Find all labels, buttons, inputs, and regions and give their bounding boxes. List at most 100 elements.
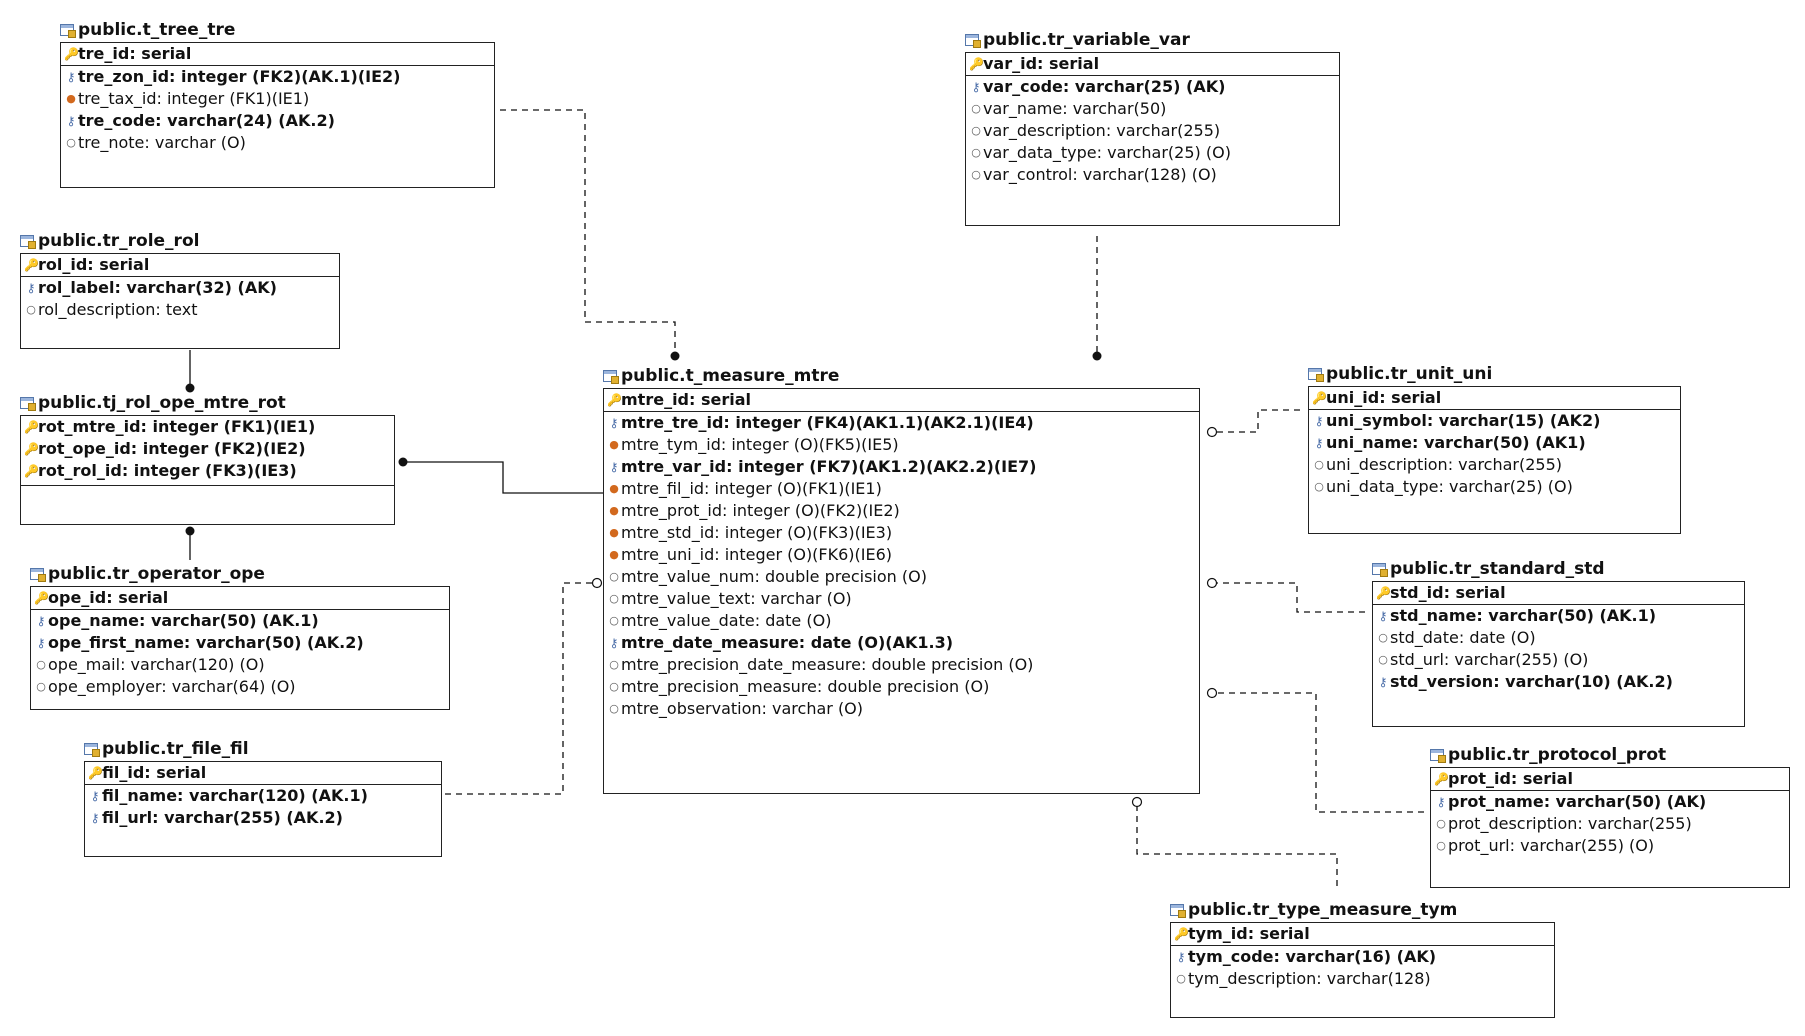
ak-icon: ⚷ (26, 281, 36, 295)
column-row[interactable]: ⚷mtre_var_id: integer (FK7)(AK1.2)(AK2.2… (604, 456, 1199, 478)
column-row[interactable]: ○mtre_value_num: double precision (O) (604, 566, 1199, 588)
ak-icon: ⚷ (1176, 950, 1186, 964)
column-row[interactable]: ○var_data_type: varchar(25) (O) (966, 142, 1339, 164)
attr-icon: ○ (971, 168, 981, 181)
column-row[interactable]: ⚷fil_name: varchar(120) (AK.1) (85, 785, 441, 807)
column-text: tym_description: varchar(128) (1188, 969, 1431, 988)
column-row[interactable]: ○mtre_value_text: varchar (O) (604, 588, 1199, 610)
column-row[interactable]: ○uni_description: varchar(255) (1309, 454, 1680, 476)
column-row[interactable]: ○tre_note: varchar (O) (61, 132, 494, 154)
table-icon (965, 34, 981, 48)
primary-key-row[interactable]: 🔑mtre_id: serial (604, 389, 1199, 412)
table-tr_standard_std[interactable]: public.tr_standard_std🔑std_id: serial⚷st… (1372, 557, 1745, 727)
column-row[interactable]: ○var_control: varchar(128) (O) (966, 164, 1339, 186)
key-icon: 🔑 (24, 258, 39, 272)
fkey-icon: ⚷ (609, 460, 619, 474)
column-row[interactable]: ⚷uni_name: varchar(50) (AK1) (1309, 432, 1680, 454)
table-t_measure_mtre[interactable]: public.t_measure_mtre🔑mtre_id: serial⚷mt… (603, 364, 1200, 794)
primary-key-row[interactable]: 🔑var_id: serial (966, 53, 1339, 76)
column-row[interactable]: ○rol_description: text (21, 299, 339, 321)
column-text: mtre_date_measure: date (O)(AK1.3) (621, 633, 954, 652)
table-title: public.tr_role_rol (20, 229, 340, 253)
column-row[interactable]: ○tym_description: varchar(128) (1171, 968, 1554, 990)
table-tr_variable_var[interactable]: public.tr_variable_var🔑var_id: serial⚷va… (965, 28, 1340, 226)
primary-key-row[interactable]: 🔑std_id: serial (1373, 582, 1744, 605)
column-row[interactable]: ○ope_mail: varchar(120) (O) (31, 654, 449, 676)
primary-key-row[interactable]: 🔑prot_id: serial (1431, 768, 1789, 791)
column-text: tym_code: varchar(16) (AK) (1188, 947, 1437, 966)
column-row[interactable]: ⚷std_name: varchar(50) (AK.1) (1373, 605, 1744, 627)
column-text: ope_mail: varchar(120) (O) (48, 655, 265, 674)
column-row[interactable]: ⚷var_code: varchar(25) (AK) (966, 76, 1339, 98)
primary-key-row[interactable]: 🔑ope_id: serial (31, 587, 449, 610)
attr-icon: ○ (609, 680, 619, 693)
column-row[interactable]: ●mtre_uni_id: integer (O)(FK6)(IE6) (604, 544, 1199, 566)
attr-icon: ○ (1378, 631, 1388, 644)
primary-key-row[interactable]: 🔑rot_rol_id: integer (FK3)(IE3) (21, 460, 394, 482)
column-row[interactable]: ○std_url: varchar(255) (O) (1373, 649, 1744, 671)
column-row[interactable]: ●mtre_tym_id: integer (O)(FK5)(IE5) (604, 434, 1199, 456)
primary-key-row[interactable]: 🔑rot_ope_id: integer (FK2)(IE2) (21, 438, 394, 460)
column-row[interactable]: ○uni_data_type: varchar(25) (O) (1309, 476, 1680, 498)
table-tr_role_rol[interactable]: public.tr_role_rol🔑rol_id: serial⚷rol_la… (20, 229, 340, 349)
column-text: uni_name: varchar(50) (AK1) (1326, 433, 1586, 452)
column-text: mtre_value_date: date (O) (621, 611, 832, 630)
table-body: 🔑mtre_id: serial⚷mtre_tre_id: integer (F… (603, 388, 1200, 794)
primary-key-row[interactable]: 🔑uni_id: serial (1309, 387, 1680, 410)
column-row[interactable]: ○prot_description: varchar(255) (1431, 813, 1789, 835)
column-text: rot_rol_id: integer (FK3)(IE3) (38, 461, 297, 480)
table-tr_unit_uni[interactable]: public.tr_unit_uni🔑uni_id: serial⚷uni_sy… (1308, 362, 1681, 534)
column-row[interactable]: ○mtre_precision_measure: double precisio… (604, 676, 1199, 698)
column-row[interactable]: ⚷mtre_tre_id: integer (FK4)(AK1.1)(AK2.1… (604, 412, 1199, 434)
column-row[interactable]: ⚷ope_name: varchar(50) (AK.1) (31, 610, 449, 632)
column-row[interactable]: ⚷rol_label: varchar(32) (AK) (21, 277, 339, 299)
table-title-text: public.tr_protocol_prot (1448, 745, 1667, 765)
primary-key-row[interactable]: 🔑tym_id: serial (1171, 923, 1554, 946)
attr-icon: ○ (609, 702, 619, 715)
column-row[interactable]: ⚷std_version: varchar(10) (AK.2) (1373, 671, 1744, 693)
column-row[interactable]: ⚷fil_url: varchar(255) (AK.2) (85, 807, 441, 829)
primary-key-row[interactable]: 🔑rol_id: serial (21, 254, 339, 277)
column-text: std_url: varchar(255) (O) (1390, 650, 1589, 669)
column-row[interactable]: ⚷tre_zon_id: integer (FK2)(AK.1)(IE2) (61, 66, 494, 88)
table-tr_protocol_prot[interactable]: public.tr_protocol_prot 🔑prot_id: serial⚷… (1430, 743, 1790, 888)
column-row[interactable]: ○ope_employer: varchar(64) (O) (31, 676, 449, 698)
column-row[interactable]: ●mtre_std_id: integer (O)(FK3)(IE3) (604, 522, 1199, 544)
column-text: tre_code: varchar(24) (AK.2) (78, 111, 335, 130)
table-t_tree_tre[interactable]: public.t_tree_tre🔑tre_id: serial⚷tre_zon… (60, 18, 495, 188)
ak-icon: ⚷ (1314, 414, 1324, 428)
primary-key-row[interactable]: 🔑tre_id: serial (61, 43, 494, 66)
column-row[interactable]: ○mtre_precision_date_measure: double pre… (604, 654, 1199, 676)
table-icon (20, 397, 36, 411)
column-row[interactable]: ●mtre_prot_id: integer (O)(FK2)(IE2) (604, 500, 1199, 522)
column-row[interactable]: ○mtre_value_date: date (O) (604, 610, 1199, 632)
column-row[interactable]: ○var_description: varchar(255) (966, 120, 1339, 142)
column-row[interactable]: ○var_name: varchar(50) (966, 98, 1339, 120)
column-row[interactable]: ⚷mtre_date_measure: date (O)(AK1.3) (604, 632, 1199, 654)
primary-key-row[interactable]: 🔑rot_mtre_id: integer (FK1)(IE1) (21, 416, 394, 438)
table-tj_rol_ope_mtre_rot[interactable]: public.tj_rol_ope_mtre_rot🔑rot_mtre_id: … (20, 391, 395, 525)
column-row[interactable]: ⚷uni_symbol: varchar(15) (AK2) (1309, 410, 1680, 432)
column-row[interactable]: ○std_date: date (O) (1373, 627, 1744, 649)
relationship-dot-end (185, 526, 195, 536)
column-text: mtre_std_id: integer (O)(FK3)(IE3) (621, 523, 893, 542)
table-tr_file_fil[interactable]: public.tr_file_fil🔑fil_id: serial⚷fil_na… (84, 737, 442, 857)
column-row[interactable]: ⚷tym_code: varchar(16) (AK) (1171, 946, 1554, 968)
column-text: var_description: varchar(255) (983, 121, 1221, 140)
primary-key-row[interactable]: 🔑fil_id: serial (85, 762, 441, 785)
table-body: 🔑tre_id: serial⚷tre_zon_id: integer (FK2… (60, 42, 495, 188)
column-row[interactable]: ⚷tre_code: varchar(24) (AK.2) (61, 110, 494, 132)
column-text: tre_id: serial (78, 44, 192, 63)
relationship-optional-end (1206, 577, 1218, 589)
column-row[interactable]: ○mtre_observation: varchar (O) (604, 698, 1199, 720)
column-row[interactable]: ○prot_url: varchar(255) (O) (1431, 835, 1789, 857)
column-row[interactable]: ●tre_tax_id: integer (FK1)(IE1) (61, 88, 494, 110)
column-text: uni_data_type: varchar(25) (O) (1326, 477, 1573, 496)
column-row[interactable]: ●mtre_fil_id: integer (O)(FK1)(IE1) (604, 478, 1199, 500)
table-tr_operator_ope[interactable]: public.tr_operator_ope🔑ope_id: serial⚷op… (30, 562, 450, 710)
column-row[interactable]: ⚷prot_name: varchar(50) (AK) (1431, 791, 1789, 813)
column-row[interactable]: ⚷ope_first_name: varchar(50) (AK.2) (31, 632, 449, 654)
table-icon (1308, 368, 1324, 382)
table-tr_type_measure_tym[interactable]: public.tr_type_measure_tym🔑tym_id: seria… (1170, 898, 1555, 1018)
